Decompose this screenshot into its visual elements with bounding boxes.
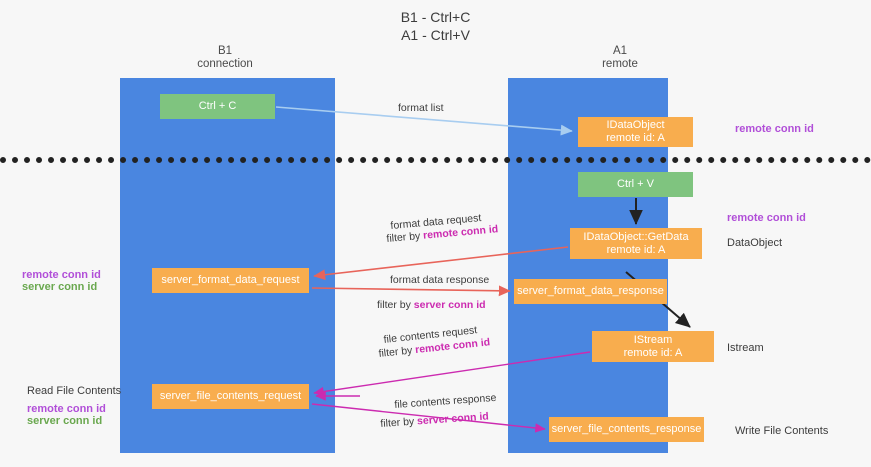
caption-file-contents-response-filter: filter by server conn id (380, 410, 489, 431)
node-idataobject-remote-id: remote id: A (606, 132, 665, 144)
node-idataobject-title: IDataObject (606, 119, 665, 131)
phase-divider (0, 157, 871, 163)
label-left-remote-conn-id-2: remote conn id (27, 403, 106, 415)
arrow-format-data-response (311, 285, 511, 297)
node-getdata-remote-id: remote id: A (606, 243, 666, 256)
node-istream-remote-id: remote id: A (623, 346, 683, 359)
node-istream[interactable]: IStream remote id: A (592, 331, 714, 362)
filter-prefix-4: filter by (380, 415, 418, 430)
node-server-file-contents-request-label: server_file_contents_request (159, 390, 302, 402)
node-ctrl-v-label: Ctrl + V (617, 178, 654, 190)
filter-prefix-2: filter by (377, 299, 414, 311)
label-right-write-file-contents: Write File Contents (735, 425, 829, 437)
node-server-file-contents-response[interactable]: server_file_contents_response (549, 417, 704, 442)
label-right-remote-conn-id-top: remote conn id (735, 123, 814, 135)
caption-format-list: format list (398, 102, 444, 114)
label-right-remote-conn-id-mid: remote conn id (727, 212, 806, 224)
filter-prefix-3: filter by (378, 344, 416, 360)
caption-format-data-response-filter: filter by server conn id (377, 299, 486, 312)
page-title: B1 - Ctrl+C A1 - Ctrl+V (400, 9, 471, 43)
caption-format-data-response: format data response (390, 274, 490, 286)
label-right-istream: Istream (727, 342, 764, 354)
node-getdata-title: IDataObject::GetData (583, 230, 689, 243)
node-idataobject[interactable]: IDataObject remote id: A (578, 117, 693, 147)
filter-key-server-conn-id-1: server conn id (413, 299, 486, 311)
node-server-format-data-request[interactable]: server_format_data_request (152, 268, 309, 293)
label-right-dataobject: DataObject (727, 237, 783, 249)
node-server-format-data-response-label: server_format_data_response (517, 285, 664, 297)
node-server-file-contents-response-label: server_file_contents_response (551, 423, 702, 435)
node-server-format-data-request-label: server_format_data_request (161, 274, 300, 286)
node-server-file-contents-request[interactable]: server_file_contents_request (152, 384, 309, 409)
node-ctrl-v[interactable]: Ctrl + V (578, 172, 693, 197)
column-header-b1: B1 connection (197, 45, 253, 70)
label-left-remote-conn-id-1: remote conn id (22, 269, 101, 281)
node-idataobject-getdata[interactable]: IDataObject::GetData remote id: A (570, 228, 702, 259)
filter-key-server-conn-id-2: server conn id (416, 410, 490, 428)
caption-file-contents-response: file contents response (394, 391, 497, 411)
node-ctrl-c-label: Ctrl + C (198, 100, 237, 112)
node-istream-title: IStream (633, 333, 673, 346)
node-ctrl-c[interactable]: Ctrl + C (160, 94, 275, 119)
filter-prefix-1: filter by (386, 229, 424, 245)
column-header-a1: A1 remote (602, 45, 638, 70)
node-server-format-data-response[interactable]: server_format_data_response (514, 279, 667, 304)
label-left-server-conn-id-2: server conn id (27, 415, 103, 427)
label-left-server-conn-id-1: server conn id (22, 281, 98, 293)
label-left-read-file-contents: Read File Contents (27, 385, 122, 397)
